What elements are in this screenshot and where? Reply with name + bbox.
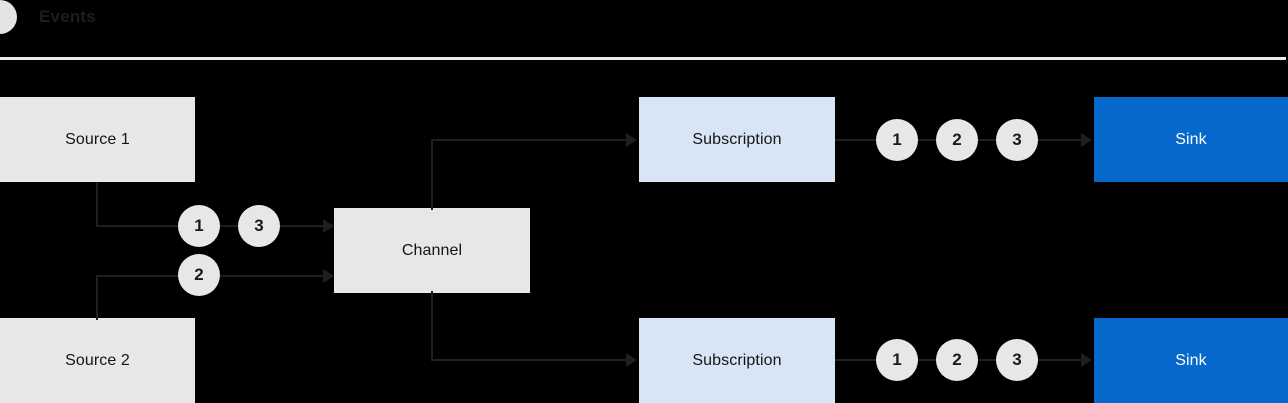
arrowhead-channel-to-subscription-top xyxy=(626,133,637,147)
legend-label: Events xyxy=(39,7,96,26)
token-sink-bottom-1: 1 xyxy=(876,339,918,381)
token-sink-top-3: 3 xyxy=(996,119,1038,161)
token-label: 3 xyxy=(1012,130,1022,149)
edge-source1-vertical xyxy=(96,182,98,227)
edge-source2-vertical xyxy=(96,275,98,320)
token-source2-2: 2 xyxy=(178,254,220,296)
token-sink-bottom-3: 3 xyxy=(996,339,1038,381)
node-sink-bottom-label: Sink xyxy=(1175,351,1207,369)
event-dot-icon xyxy=(0,0,17,34)
node-source-1-label: Source 1 xyxy=(65,130,130,148)
token-label: 2 xyxy=(952,130,962,149)
token-label: 1 xyxy=(892,350,902,369)
edge-channel-to-subscription-bottom xyxy=(431,359,627,361)
edge-channel-to-subscription-top xyxy=(431,139,627,141)
node-sink-top-label: Sink xyxy=(1175,130,1207,148)
node-sink-top[interactable]: Sink xyxy=(1094,97,1288,182)
token-label: 3 xyxy=(1012,350,1022,369)
node-subscription-bottom-label: Subscription xyxy=(692,351,782,369)
node-sink-bottom[interactable]: Sink xyxy=(1094,318,1288,403)
header-divider xyxy=(0,57,1286,60)
node-source-2[interactable]: Source 2 xyxy=(0,318,195,403)
arrowhead-channel-to-subscription-bottom xyxy=(626,353,637,367)
node-source-2-label: Source 2 xyxy=(65,351,130,369)
token-label: 2 xyxy=(194,265,204,284)
arrowhead-subscription-bottom-to-sink xyxy=(1081,353,1092,367)
token-label: 3 xyxy=(254,216,264,235)
token-source1-1: 1 xyxy=(178,205,220,247)
token-label: 2 xyxy=(952,350,962,369)
node-subscription-top-label: Subscription xyxy=(692,130,782,148)
token-source1-3: 3 xyxy=(238,205,280,247)
edge-channel-down-vertical xyxy=(431,291,433,361)
token-sink-bottom-2: 2 xyxy=(936,339,978,381)
node-subscription-top[interactable]: Subscription xyxy=(639,97,835,182)
node-channel[interactable]: Channel xyxy=(334,208,530,293)
token-label: 1 xyxy=(892,130,902,149)
token-sink-top-2: 2 xyxy=(936,119,978,161)
token-label: 1 xyxy=(194,216,204,235)
node-channel-label: Channel xyxy=(401,241,463,259)
arrowhead-source2-to-channel xyxy=(323,269,334,283)
node-source-1[interactable]: Source 1 xyxy=(0,97,195,182)
arrowhead-subscription-top-to-sink xyxy=(1081,133,1092,147)
edge-channel-up-vertical xyxy=(431,140,433,210)
legend: Events xyxy=(0,0,96,34)
token-sink-top-1: 1 xyxy=(876,119,918,161)
arrowhead-source1-to-channel xyxy=(323,219,334,233)
node-subscription-bottom[interactable]: Subscription xyxy=(639,318,835,403)
